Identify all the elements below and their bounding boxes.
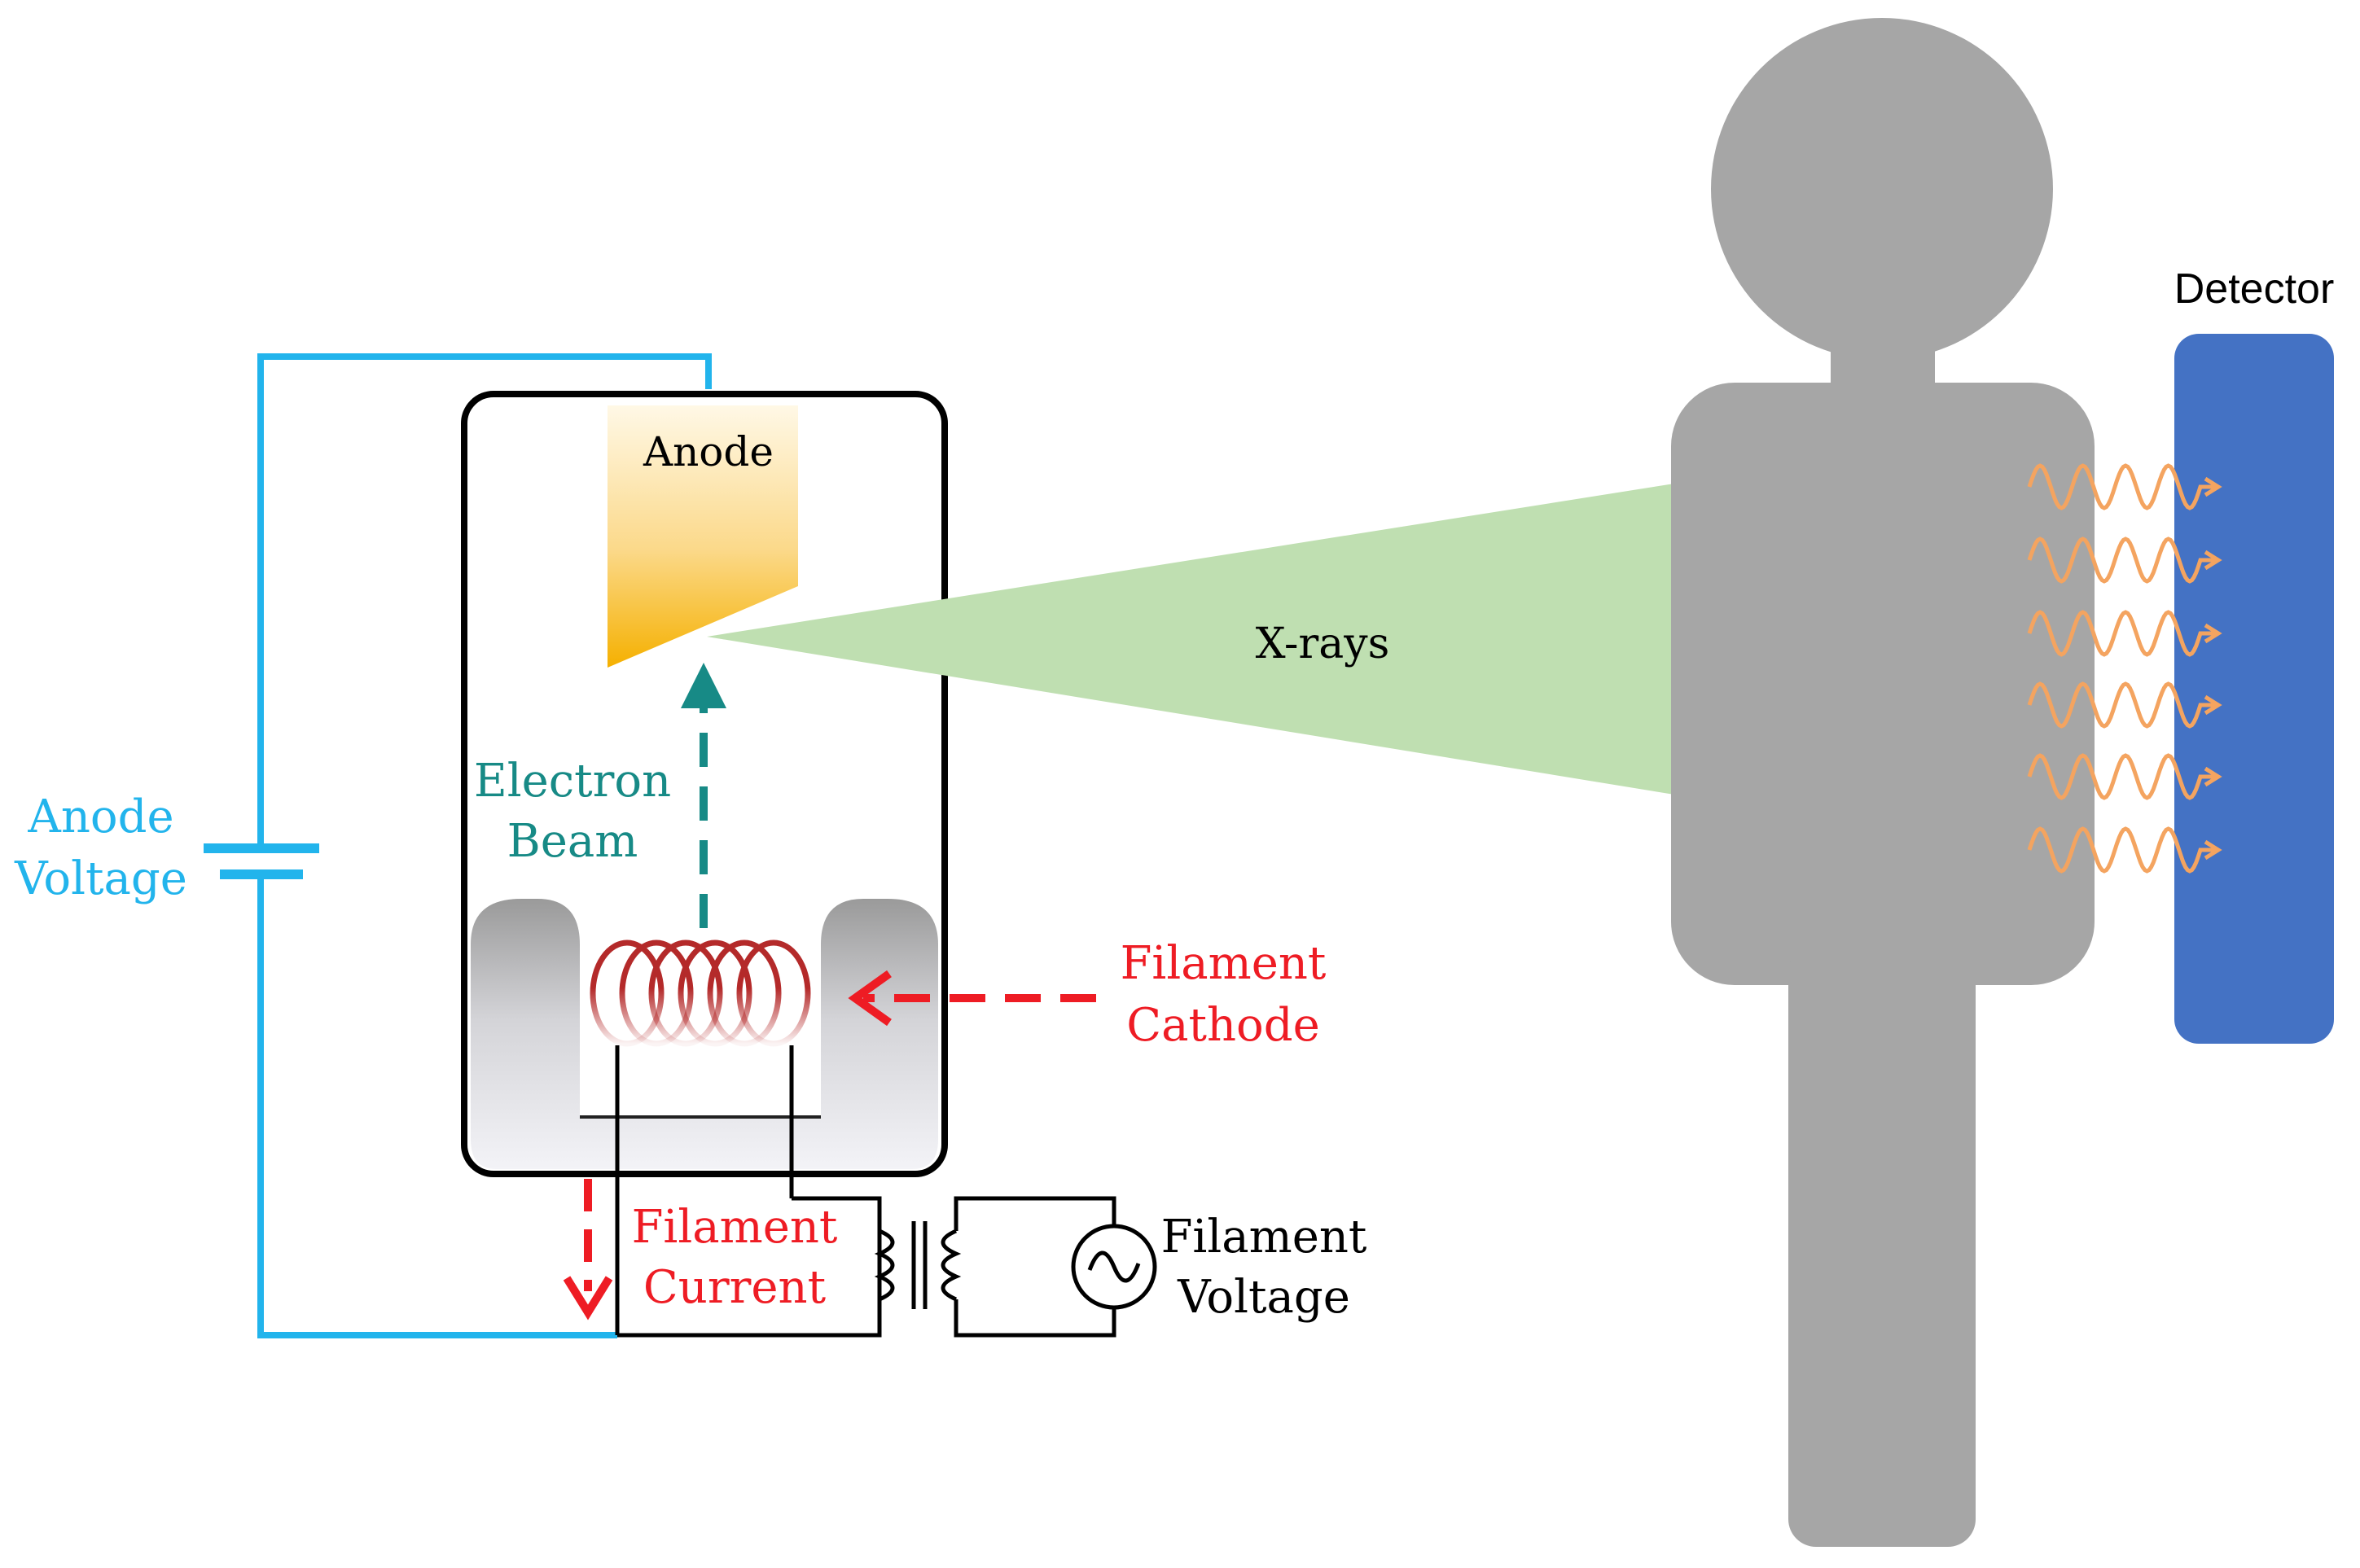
ac-source-icon (1071, 1224, 1157, 1310)
anode-voltage-label-line2: Voltage (14, 852, 187, 905)
wave-5 (2027, 753, 2217, 800)
filament-cathode-label-line2: Cathode (1126, 999, 1320, 1052)
wave-2 (2027, 537, 2217, 584)
wave-arrowhead-1 (2204, 476, 2222, 497)
xray-beam (707, 484, 1674, 795)
filament-voltage-label-line2: Voltage (1177, 1271, 1350, 1324)
battery-icon (204, 843, 319, 879)
anode-target (608, 405, 798, 668)
anode-voltage-label-line1: Anode (27, 791, 173, 843)
xrays-label: X-rays (1256, 620, 1390, 668)
anode-label: Anode (643, 428, 774, 475)
wave-arrowhead-5 (2204, 766, 2222, 787)
detector-panel (2174, 334, 2334, 1044)
filament-leads (615, 1045, 882, 1338)
filament-voltage-circuit (954, 1196, 1116, 1338)
wave-arrowhead-6 (2204, 839, 2222, 861)
electron-beam-label-line2: Beam (507, 815, 638, 868)
detector-label: Detector (2174, 265, 2335, 313)
filament-cathode-label-line1: Filament (1121, 937, 1327, 990)
wave-arrowhead-2 (2204, 550, 2222, 571)
filament-current-label-line1: Filament (632, 1201, 838, 1254)
filament-current-arrow (563, 1179, 613, 1321)
filament-voltage-label-line1: Filament (1161, 1211, 1367, 1264)
wave-6 (2027, 826, 2217, 874)
anode-circuit (257, 353, 712, 1338)
transmitted-waves (2027, 463, 2222, 874)
filament-current-label-line2: Current (643, 1261, 827, 1314)
cathode-cup (471, 899, 938, 1169)
filament-coil (590, 939, 811, 1047)
person-silhouette (1671, 18, 2095, 1547)
wave-1 (2027, 463, 2217, 510)
electron-beam-arrow (681, 663, 726, 928)
wave-arrowhead-3 (2204, 623, 2222, 644)
electron-beam-label-line1: Electron (474, 755, 671, 808)
wave-arrowhead-4 (2204, 694, 2222, 716)
wave-4 (2027, 681, 2217, 729)
filament-cathode-arrow (848, 970, 1096, 1027)
wave-3 (2027, 610, 2217, 657)
transformer-icon (874, 1221, 962, 1309)
